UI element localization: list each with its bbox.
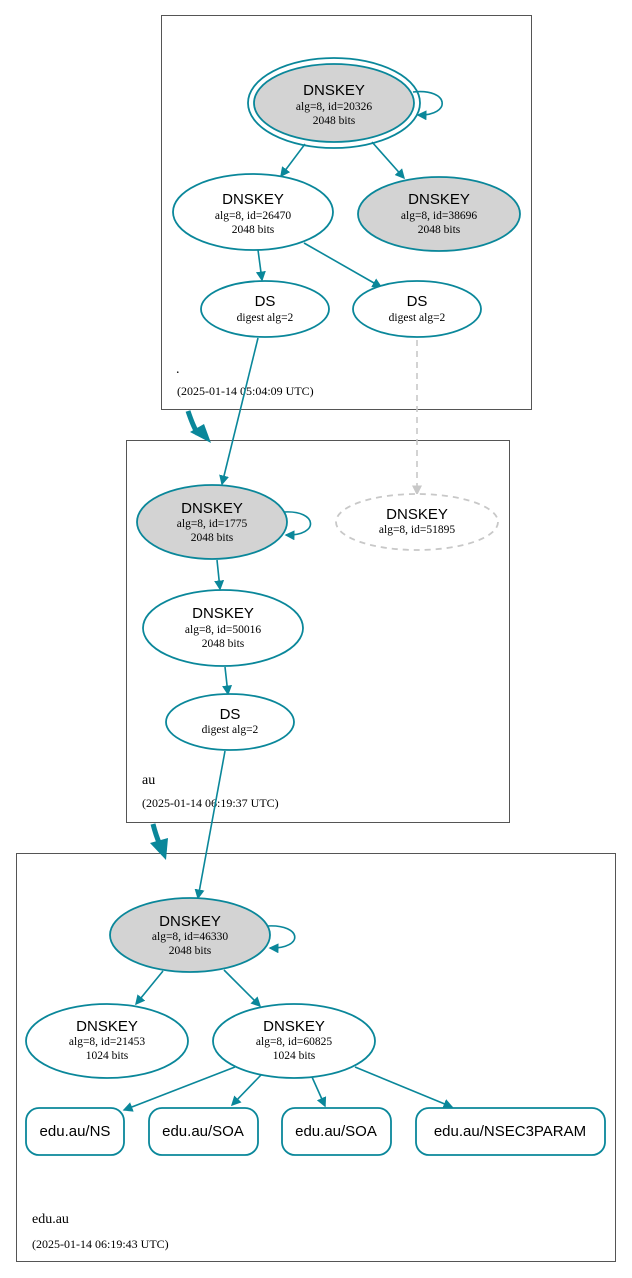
rrset-label: edu.au/NSEC3PARAM — [434, 1123, 586, 1140]
node-line2: 2048 bits — [232, 224, 275, 236]
edge-au-ds-edu-ksk — [194, 750, 226, 900]
node-line1: digest alg=2 — [202, 724, 259, 736]
rrset-ns[interactable]: edu.au/NS — [25, 1107, 125, 1156]
node-root-ds2[interactable]: DS digest alg=2 — [352, 280, 482, 338]
node-title: DS — [407, 293, 428, 310]
node-au-ds[interactable]: DS digest alg=2 — [165, 693, 295, 751]
zone-edu-box — [16, 853, 616, 1262]
node-title: DS — [255, 293, 276, 310]
node-au-missing[interactable]: DNSKEY alg=8, id=51895 — [335, 493, 499, 551]
rrset-soa-1[interactable]: edu.au/SOA — [148, 1107, 259, 1156]
edge-edu-ksk-zsk2 — [223, 969, 262, 1008]
node-root-ds1[interactable]: DS digest alg=2 — [200, 280, 330, 338]
node-root-zsk[interactable]: DNSKEY alg=8, id=26470 2048 bits — [172, 173, 334, 251]
rrset-label: edu.au/SOA — [162, 1123, 244, 1140]
edge-au-ksk-zsk — [214, 559, 225, 591]
node-root-ksk2[interactable]: DNSKEY alg=8, id=38696 2048 bits — [357, 176, 521, 252]
zone-au-box — [126, 440, 510, 823]
rrset-label: edu.au/NS — [40, 1123, 111, 1140]
node-title: DNSKEY — [386, 506, 448, 523]
edge-au-ksk-self — [283, 511, 312, 541]
edge-edu-ksk-zsk1 — [135, 970, 164, 1006]
zone-edu-timestamp: (2025-01-14 06:19:43 UTC) — [32, 1237, 169, 1251]
node-line1: alg=8, id=46330 — [152, 931, 228, 943]
delegation-arrow-root-au — [185, 410, 211, 443]
node-edu-ksk[interactable]: DNSKEY alg=8, id=46330 2048 bits — [109, 897, 271, 973]
node-edu-zsk1[interactable]: DNSKEY alg=8, id=21453 1024 bits — [25, 1003, 189, 1079]
edge-root-zsk-ds2 — [303, 242, 383, 288]
node-title: DNSKEY — [181, 500, 243, 517]
rrset-label: edu.au/SOA — [295, 1123, 377, 1140]
node-line2: 2048 bits — [169, 945, 212, 957]
node-line1: alg=8, id=20326 — [296, 101, 372, 113]
node-au-ksk[interactable]: DNSKEY alg=8, id=1775 2048 bits — [136, 484, 288, 560]
edge-root-ksk-ksk2 — [371, 141, 405, 180]
zone-root-name: . — [176, 362, 180, 377]
node-line2: 2048 bits — [191, 532, 234, 544]
rrset-nsec3param[interactable]: edu.au/NSEC3PARAM — [415, 1107, 606, 1156]
node-au-zsk[interactable]: DNSKEY alg=8, id=50016 2048 bits — [142, 589, 304, 667]
node-title: DNSKEY — [303, 82, 365, 99]
node-root-ksk[interactable]: DNSKEY alg=8, id=20326 2048 bits — [247, 57, 421, 149]
node-line1: alg=8, id=1775 — [177, 518, 248, 530]
edge-zsk2-soa2 — [311, 1076, 327, 1108]
edges — [122, 90, 454, 1112]
node-line1: alg=8, id=51895 — [379, 524, 455, 536]
node-line1: alg=8, id=50016 — [185, 624, 261, 636]
zone-au-name: au — [142, 773, 155, 788]
node-line2: 2048 bits — [313, 115, 356, 127]
node-line1: alg=8, id=60825 — [256, 1036, 332, 1048]
node-line2: 2048 bits — [202, 638, 245, 650]
node-title: DNSKEY — [192, 605, 254, 622]
node-title: DNSKEY — [159, 913, 221, 930]
zone-root-box — [161, 15, 532, 410]
zone-edu-name: edu.au — [32, 1212, 69, 1227]
edge-root-ksk-zsk — [280, 143, 306, 178]
node-line1: alg=8, id=38696 — [401, 210, 477, 222]
delegation-arrow-au-edu — [150, 823, 168, 860]
edge-zsk2-soa1 — [230, 1074, 262, 1107]
zone-au-timestamp: (2025-01-14 06:19:37 UTC) — [142, 796, 279, 810]
node-line2: 1024 bits — [273, 1050, 316, 1062]
edge-root-zsk-ds1 — [255, 249, 266, 282]
edge-root-ksk-self — [412, 90, 443, 121]
edge-zsk2-nsec3param — [354, 1066, 454, 1109]
node-line1: digest alg=2 — [237, 312, 294, 324]
node-line1: digest alg=2 — [389, 312, 446, 324]
rrset-soa-2[interactable]: edu.au/SOA — [281, 1107, 392, 1156]
node-title: DNSKEY — [76, 1018, 138, 1035]
node-line2: 1024 bits — [86, 1050, 129, 1062]
node-title: DNSKEY — [408, 191, 470, 208]
node-line2: 2048 bits — [418, 224, 461, 236]
edge-zsk2-ns — [122, 1066, 236, 1112]
edge-au-zsk-ds — [222, 666, 233, 696]
node-edu-zsk2[interactable]: DNSKEY alg=8, id=60825 1024 bits — [212, 1003, 376, 1079]
node-title: DNSKEY — [263, 1018, 325, 1035]
edge-root-ds1-au-ksk — [219, 337, 259, 486]
node-line1: alg=8, id=26470 — [215, 210, 291, 222]
node-title: DNSKEY — [222, 191, 284, 208]
node-title: DS — [220, 706, 241, 723]
edge-edu-ksk-self — [266, 925, 296, 954]
node-line1: alg=8, id=21453 — [69, 1036, 145, 1048]
